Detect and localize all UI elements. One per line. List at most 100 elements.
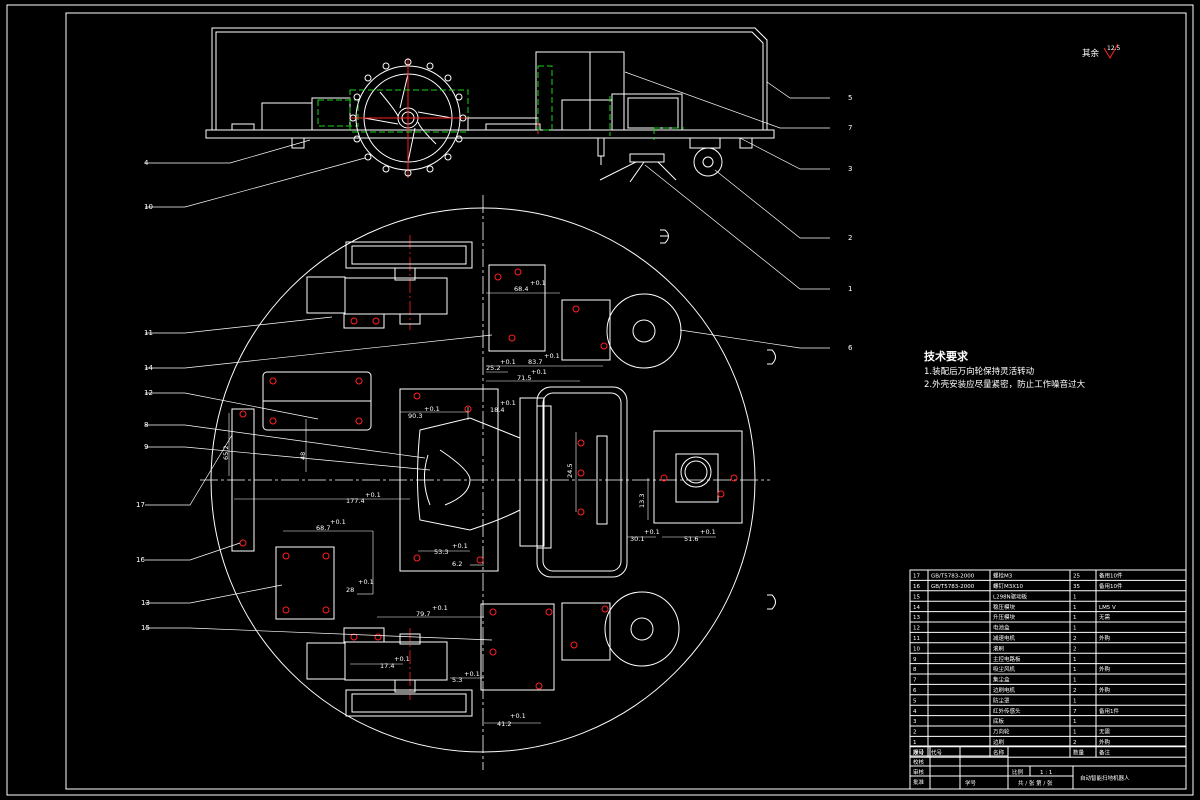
bom-cell-4-no: 4 [913, 709, 917, 715]
bom-cell-1-name: 边刷 [993, 738, 1005, 746]
bom-cell-13-qty: 1 [1073, 615, 1077, 621]
bom-cell-4-note: 备用1件 [1099, 707, 1119, 715]
plan-view [200, 195, 776, 770]
bom-cell-16-name: 螺钉M3X10 [993, 582, 1024, 590]
dim-tol-plus-13: +0.1 [432, 604, 448, 612]
dim-tol-plus-9: +0.1 [644, 528, 660, 536]
bom-cell-5-no: 5 [913, 698, 917, 704]
dimension-texts: 68.4 +0.1 83.7 +0.1 25.2 +0.1 71.5 +0.1 … [222, 279, 716, 728]
callout-11: 11 [144, 329, 153, 337]
drawing-border-outer [6, 4, 1194, 796]
bom-cell-10-no: 10 [913, 646, 920, 652]
bom-cell-3-qty: 1 [1073, 719, 1077, 725]
bom-cell-14-name: 稳压模块 [993, 603, 1016, 611]
bom-cell-11-qty: 2 [1073, 636, 1077, 642]
side-view [205, 27, 775, 183]
dim-tol-plus-5: +0.1 [424, 405, 440, 413]
bom-header-code: 代号 [931, 748, 943, 756]
callout-17: 17 [136, 501, 145, 509]
bom-cell-13-name: 升压模块 [993, 613, 1016, 621]
bom-cell-12-name: 电池盒 [993, 624, 1010, 632]
drawing-border-inner [65, 12, 1187, 790]
bom-cell-2-note: 无需 [1099, 729, 1111, 736]
bom-cell-7-no: 7 [913, 678, 917, 684]
callout-12: 12 [144, 389, 153, 397]
bom-cell-13-note: 无需 [1099, 614, 1111, 621]
tb-product-name: 自动智能扫地机器人 [1080, 774, 1130, 782]
roughness-label: 其余 [1082, 48, 1100, 59]
bom-cell-12-no: 12 [913, 626, 920, 632]
bom-cell-14-no: 14 [913, 605, 920, 611]
leader-lines [145, 71, 830, 641]
dim-tol-plus-15: +0.1 [464, 670, 480, 678]
dim-tol-plus-4: +0.1 [531, 368, 547, 376]
bom-cell-9-no: 9 [913, 657, 917, 663]
bom-cell-11-note: 外购 [1099, 634, 1111, 642]
bom-cell-10-name: 滚刷 [993, 644, 1005, 652]
bom-cell-6-name: 边刷电机 [993, 686, 1016, 694]
dim-53-3: 53.3 [434, 548, 448, 556]
bom-cell-15-name: L298N驱动板 [993, 592, 1028, 600]
bom-cell-5-qty: 1 [1073, 698, 1077, 704]
dim-68-4: 68.4 [514, 285, 528, 293]
dim-tol-plus-2: +0.1 [544, 352, 560, 360]
tb-scale-value: 1 : 1 [1040, 770, 1052, 776]
bom-cell-1-note: 外购 [1099, 738, 1111, 746]
bom-cell-3-no: 3 [913, 719, 917, 725]
dim-25-2: 25.2 [486, 364, 500, 372]
bom-cell-3-name: 底板 [993, 717, 1005, 725]
dim-28: 28 [346, 586, 354, 594]
tech-line-1: 1.装配后万向轮保持灵活转动 [924, 366, 1035, 377]
callout-2: 2 [848, 234, 852, 242]
dim-24-5: 24.5 [566, 464, 574, 478]
dim-tol-plus-16: +0.1 [510, 712, 526, 720]
dim-79-7: 79.7 [416, 610, 430, 618]
dim-177-4: 177.4 [346, 497, 365, 505]
bom-cell-14-note: LM5 V [1099, 605, 1116, 611]
callout-7: 7 [848, 124, 852, 132]
bom-cell-13-no: 13 [913, 615, 920, 621]
dim-tol-plus-3: +0.1 [500, 358, 516, 366]
dim-18-4: 18.4 [490, 406, 504, 414]
bom-cell-15-qty: 1 [1073, 594, 1077, 600]
bom-cell-17-code: GB/T5783-2000 [931, 574, 975, 580]
bom-cell-2-qty: 1 [1073, 730, 1077, 736]
bom-cell-2-no: 2 [913, 730, 917, 736]
bom-header-qty: 数量 [1073, 748, 1085, 756]
dim-5-3: 5.3 [452, 676, 462, 684]
tb-approve: 批准 [913, 778, 925, 786]
dimension-lines [228, 292, 716, 724]
dim-68-7: 68.7 [316, 524, 330, 532]
bom-cell-8-qty: 1 [1073, 667, 1077, 673]
dim-tol-plus-7: +0.1 [365, 491, 381, 499]
tb-sheets: 共 / 张 第 / 张 [1018, 779, 1053, 787]
bom-cell-12-qty: 1 [1073, 626, 1077, 632]
callout-5: 5 [848, 94, 852, 102]
dim-tol-plus-6: +0.1 [500, 399, 516, 407]
bom-header-note: 备注 [1099, 748, 1111, 756]
bom-cell-16-note: 备用10件 [1099, 582, 1123, 590]
bom-cell-4-name: 红外传感头 [993, 707, 1021, 715]
bom-cell-6-qty: 2 [1073, 688, 1077, 694]
bom-cell-16-qty: 35 [1073, 584, 1080, 590]
title-block-texts: 设计 校核 审核 批准 比例 1 : 1 共 / 张 第 / 张 学号 自动智能… [913, 748, 1130, 787]
dim-51-6: 51.6 [684, 535, 698, 543]
tb-check: 校核 [913, 758, 925, 766]
bom-cell-17-qty: 25 [1073, 574, 1080, 580]
bom-cell-1-no: 1 [913, 740, 917, 746]
title-block [909, 745, 1187, 790]
bom-cell-14-qty: 1 [1073, 605, 1077, 611]
dim-13-3: 13.3 [638, 494, 646, 508]
bom-cell-17-note: 备用10件 [1099, 572, 1123, 580]
tb-review: 审核 [913, 768, 925, 776]
callout-3: 3 [848, 165, 852, 173]
bom-cell-5-name: 防尘罩 [993, 696, 1010, 704]
callout-15: 15 [141, 624, 150, 632]
roughness-value: 12.5 [1107, 45, 1121, 52]
callouts: 4 10 5 7 3 2 1 6 11 14 12 8 9 17 16 13 1… [136, 94, 853, 632]
bom-cell-6-note: 外购 [1099, 686, 1111, 694]
callout-13: 13 [141, 599, 150, 607]
callout-1: 1 [848, 285, 852, 293]
